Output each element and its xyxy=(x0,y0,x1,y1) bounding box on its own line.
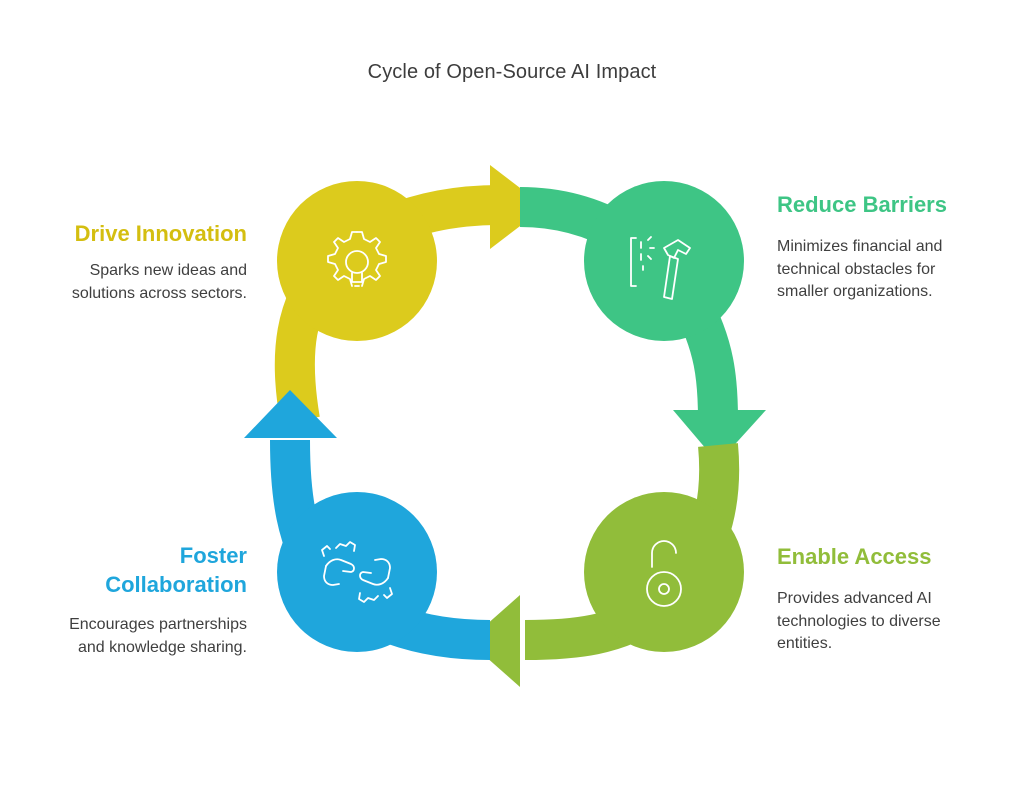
foster-collaboration-circle xyxy=(277,492,437,652)
description-line: solutions across sectors. xyxy=(71,284,247,302)
gear-lightbulb-icon xyxy=(327,231,387,287)
reduce-barriers-heading: Reduce Barriers xyxy=(777,192,947,217)
heading-line: Collaboration xyxy=(105,572,247,597)
description-line: Sparks new ideas and xyxy=(89,262,247,279)
description-line: Encourages partnerships xyxy=(69,616,247,633)
description-line: and knowledge sharing. xyxy=(77,638,247,656)
drive-innovation-heading: Drive Innovation xyxy=(74,221,247,246)
drive-innovation-circle xyxy=(277,181,437,341)
foster-collaboration-heading: Foster Collaboration xyxy=(105,541,247,599)
description-line: technical obstacles for xyxy=(777,260,936,278)
description-line: technologies to diverse xyxy=(777,612,941,630)
hammer-wall-icon xyxy=(630,236,691,300)
page-title: Cycle of Open-Source AI Impact xyxy=(367,61,657,83)
description-line: smaller organizations. xyxy=(777,283,933,300)
handshake-gears-icon xyxy=(321,541,393,603)
unlocked-padlock-icon xyxy=(646,540,682,607)
enable-access-heading: Enable Access xyxy=(777,544,932,569)
enable-access-description: Provides advanced AI technologies to div… xyxy=(777,588,941,656)
foster-collaboration-description: Encourages partnerships and knowledge sh… xyxy=(69,614,247,659)
reduce-barriers-circle xyxy=(584,181,744,341)
reduce-barriers-description: Minimizes financial and technical obstac… xyxy=(777,236,942,304)
description-line: Minimizes financial and xyxy=(777,238,943,255)
description-line: Provides advanced AI xyxy=(777,590,932,607)
description-line: entities. xyxy=(777,635,833,652)
drive-innovation-description: Sparks new ideas and solutions across se… xyxy=(72,260,247,305)
heading-line: Foster xyxy=(179,543,247,568)
